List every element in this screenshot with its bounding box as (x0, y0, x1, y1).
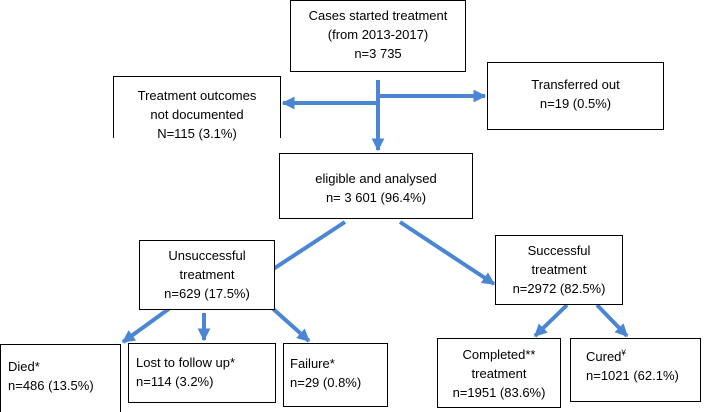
unsuccessful-treatment-label-2: treatment (179, 267, 235, 282)
successful-treatment-label: Successful (527, 243, 591, 258)
successful-treatment-box: Successful treatment n=2972 (82.5%) (495, 235, 623, 305)
not-documented-count: N=115 (3.1%) (157, 126, 237, 141)
not-documented-label-2: not documented (150, 107, 244, 122)
cured-label: Cured (586, 349, 622, 364)
cases-started-period: (from 2013-2017) (327, 27, 429, 42)
failure-count: n=29 (0.8%) (290, 375, 362, 390)
died-box: Died* n=486 (13.5%) (0, 344, 121, 412)
cases-started-label: Cases started treatment (308, 8, 448, 23)
completed-treatment-box: Completed** treatment n=1951 (83.6%) (437, 338, 561, 408)
eligible-analysed-box: eligible and analysed n= 3 601 (96.4%) (279, 153, 473, 219)
arrow-to-failure (269, 305, 311, 343)
lost-to-follow-up-count: n=114 (3.2%) (136, 374, 214, 389)
arrow-to-successful (398, 220, 496, 286)
transferred-out-box: Transferred out n=19 (0.5%) (487, 62, 664, 130)
failure-label: Failure* (290, 356, 335, 371)
completed-treatment-count: n=1951 (83.6%) (452, 385, 546, 400)
failure-box: Failure* n=29 (0.8%) (283, 343, 388, 407)
cured-box: Cured¥ n=1021 (62.1%) (570, 338, 701, 402)
completed-treatment-label-2: treatment (471, 366, 527, 381)
eligible-analysed-label: eligible and analysed (315, 171, 437, 186)
successful-treatment-label-2: treatment (531, 262, 587, 277)
unsuccessful-treatment-count: n=629 (17.5%) (164, 286, 250, 301)
died-count: n=486 (13.5%) (8, 378, 94, 393)
transferred-out-count: n=19 (0.5%) (539, 96, 612, 111)
lost-to-follow-up-label: Lost to follow up* (136, 355, 236, 370)
successful-treatment-count: n=2972 (82.5%) (512, 281, 606, 296)
not-documented-label: Treatment outcomes (137, 88, 257, 103)
unsuccessful-treatment-box: Unsuccessful treatment n=629 (17.5%) (139, 240, 275, 310)
completed-treatment-label: Completed** (462, 347, 536, 362)
not-documented-box: Treatment outcomes not documented N=115 … (113, 76, 281, 141)
cases-started-box: Cases started treatment (from 2013-2017)… (290, 0, 466, 72)
cured-label-line: Cured¥ (586, 347, 700, 366)
lost-to-follow-up-box: Lost to follow up* n=114 (3.2%) (128, 343, 276, 403)
cured-count: n=1021 (62.1%) (586, 368, 679, 383)
cases-started-count: n=3 735 (354, 46, 402, 61)
died-label: Died* (8, 359, 40, 374)
unsuccessful-treatment-label: Unsuccessful (168, 248, 246, 263)
transferred-out-label: Transferred out (531, 77, 620, 92)
eligible-analysed-count: n= 3 601 (96.4%) (325, 190, 427, 205)
arrow-to-cured (595, 303, 629, 338)
cured-footnote-mark: ¥ (621, 348, 626, 358)
arrow-to-died (121, 306, 172, 344)
arrow-to-completed (533, 303, 569, 338)
